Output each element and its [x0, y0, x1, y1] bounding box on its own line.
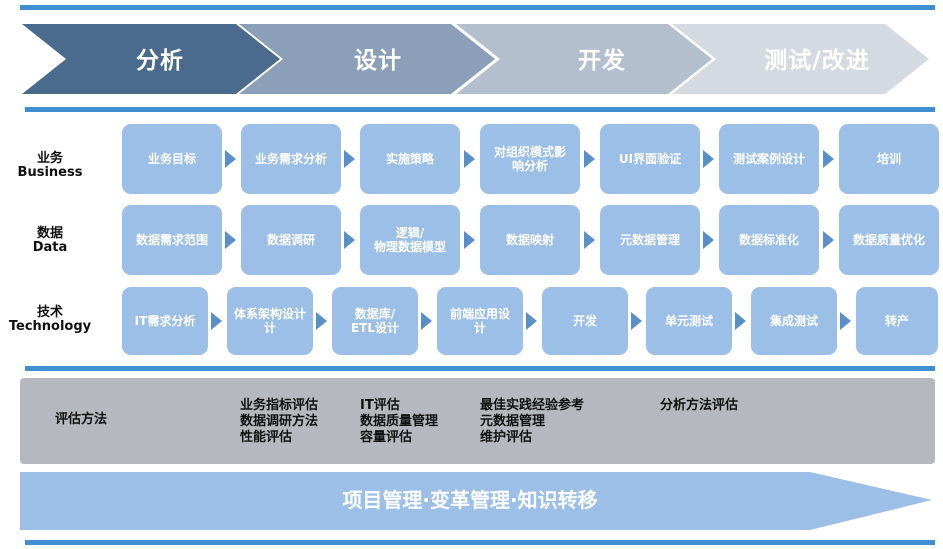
flow-arrow-icon — [735, 312, 746, 330]
process-box: 业务目标 — [122, 124, 222, 194]
process-box: 数据映射 — [480, 205, 580, 275]
flow-arrow-icon — [823, 231, 834, 249]
evaluation-item: 维护评估 — [480, 430, 533, 445]
row-label-cn: 技术 — [36, 305, 63, 320]
flow-arrow-icon — [703, 231, 714, 249]
process-box: 集成测试 — [751, 287, 837, 355]
top-rule — [20, 5, 935, 10]
evaluation-item: IT评估 — [360, 398, 400, 413]
phase-label-analysis: 分析 — [136, 48, 184, 74]
process-box: UI界面验证 — [600, 124, 700, 194]
phase-label-design: 设计 — [354, 48, 402, 74]
process-box: 元数据管理 — [600, 205, 700, 275]
process-box: 逻辑/ 物理数据模型 — [360, 205, 460, 275]
flow-arrow-icon — [344, 231, 355, 249]
process-box: 实施策略 — [360, 124, 460, 194]
flow-arrow-icon — [631, 312, 642, 330]
evaluation-item: 元数据管理 — [480, 414, 546, 429]
evaluation-item: 容量评估 — [360, 430, 413, 445]
phase-chevron-2 — [239, 24, 495, 94]
phase-divider — [25, 107, 935, 112]
evaluation-column: 业务指标评估 数据调研方法 性能评估 — [240, 398, 318, 446]
evaluation-item: 数据质量管理 — [360, 414, 439, 429]
flow-arrow-icon — [584, 150, 595, 168]
process-box: 测试案例设计 — [719, 124, 819, 194]
phase-label-development: 开发 — [578, 48, 626, 74]
flow-arrow-icon — [703, 150, 714, 168]
process-box: 对组织模式影 响分析 — [480, 124, 580, 194]
flow-arrow-icon — [464, 150, 475, 168]
process-box: 前端应用设 计 — [437, 287, 523, 355]
evaluation-title: 评估方法 — [55, 412, 108, 427]
evaluation-panel — [20, 378, 935, 464]
flow-arrow-icon — [840, 312, 851, 330]
process-box: 数据质量优化 — [839, 205, 939, 275]
evaluation-column: 分析方法评估 — [660, 398, 738, 414]
flow-arrow-icon — [225, 150, 236, 168]
flow-arrow-icon — [526, 312, 537, 330]
process-box: 培训 — [839, 124, 939, 194]
evaluation-item: 数据调研方法 — [240, 414, 319, 429]
row-label-cn: 数据 — [36, 226, 63, 241]
flow-arrow-icon — [421, 312, 432, 330]
evaluation-item: 最佳实践经验参考 — [480, 398, 585, 413]
bottom-rule — [25, 540, 935, 545]
process-box: 数据库/ ETL设计 — [332, 287, 418, 355]
phase-chevron-3 — [456, 24, 712, 94]
process-box: 数据需求范围 — [122, 205, 222, 275]
process-box: 转产 — [856, 287, 938, 355]
phase-chevrons — [22, 24, 929, 94]
flow-arrow-icon — [584, 231, 595, 249]
rows-divider — [25, 366, 935, 371]
evaluation-item: 业务指标评估 — [240, 398, 319, 413]
row-label-business: 业务 Business — [10, 152, 90, 180]
banner-arrow-shape — [20, 472, 932, 530]
row-label-technology: 技术 Technology — [5, 306, 95, 334]
evaluation-column: 最佳实践经验参考 元数据管理 维护评估 — [480, 398, 584, 446]
flow-arrow-icon — [316, 312, 327, 330]
flow-arrow-icon — [464, 231, 475, 249]
row-label-cn: 业务 — [36, 151, 63, 166]
row-label-en: Data — [32, 240, 68, 255]
bottom-banner-text: 项目管理·变革管理·知识转移 — [342, 488, 598, 512]
flow-arrow-icon — [211, 312, 222, 330]
evaluation-item: 分析方法评估 — [660, 398, 739, 413]
bottom-banner-arrow — [20, 472, 932, 530]
phase-chevron-4 — [672, 24, 929, 94]
row-label-en: Technology — [8, 319, 92, 334]
flow-arrow-icon — [344, 150, 355, 168]
process-box: 数据调研 — [241, 205, 341, 275]
process-box: IT需求分析 — [122, 287, 208, 355]
process-box: 业务需求分析 — [241, 124, 341, 194]
phase-chevron-1 — [22, 24, 280, 94]
process-box: 开发 — [542, 287, 628, 355]
row-label-data: 数据 Data — [10, 227, 90, 255]
evaluation-item: 性能评估 — [240, 430, 293, 445]
flow-arrow-icon — [823, 150, 834, 168]
flow-arrow-icon — [225, 231, 236, 249]
phase-label-test-improve: 测试/改进 — [764, 48, 870, 74]
evaluation-column: IT评估 数据质量管理 容量评估 — [360, 398, 438, 446]
process-box: 体系架构设计 计 — [227, 287, 313, 355]
row-label-en: Business — [17, 165, 83, 180]
process-box: 单元测试 — [646, 287, 732, 355]
process-box: 数据标准化 — [719, 205, 819, 275]
